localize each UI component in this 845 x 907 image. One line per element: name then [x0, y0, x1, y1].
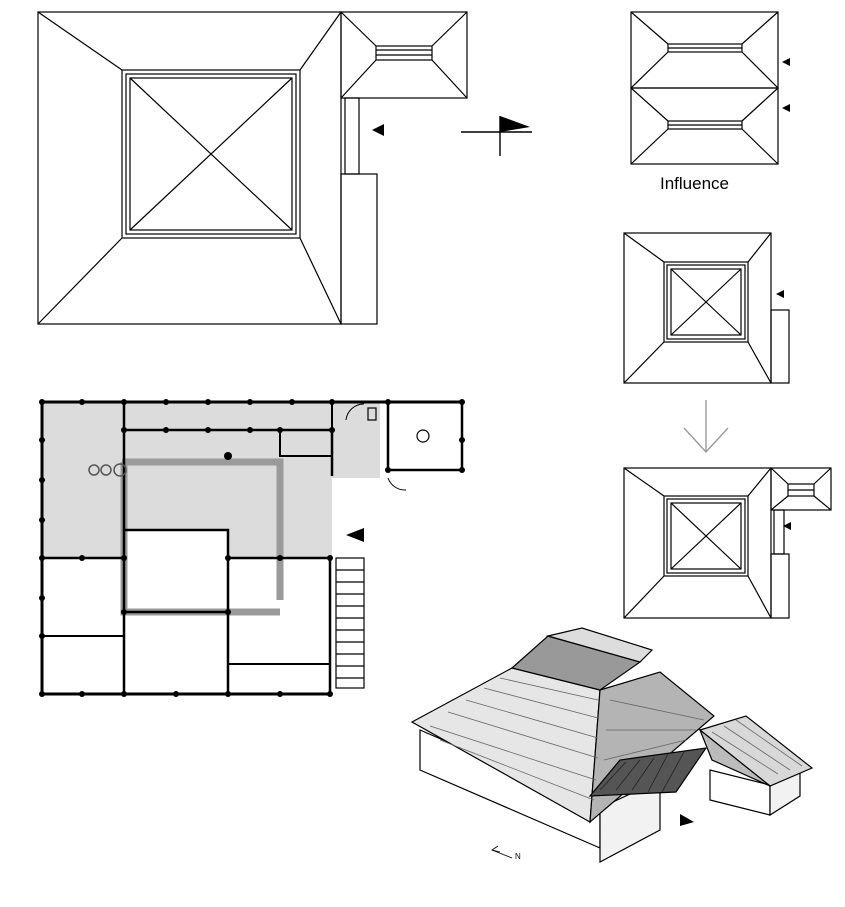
influence-caption: Influence: [660, 174, 729, 193]
arrow-marker-icon: [680, 814, 694, 826]
compass-flag-icon: [461, 116, 532, 156]
final-roof-plan: [623, 467, 832, 619]
influence-roof-top: [630, 11, 790, 89]
arrow-marker-icon: [372, 124, 384, 136]
intermediate-roof-plan: [623, 232, 790, 384]
arrow-marker-icon: [782, 58, 790, 66]
house-3d-illustration: [410, 627, 814, 863]
arrow-marker-icon: [782, 104, 790, 112]
north-label: N: [515, 852, 521, 861]
arrow-marker-icon: [776, 290, 784, 298]
arrow-marker-icon: [783, 522, 791, 530]
main-roof-plan: [37, 11, 468, 325]
down-arrow-icon: [683, 400, 729, 454]
influence-roof-bottom: [630, 87, 790, 165]
arrow-marker-icon: [346, 528, 364, 542]
floor-plan: [39, 399, 465, 697]
north-arrow-icon: [491, 845, 513, 859]
